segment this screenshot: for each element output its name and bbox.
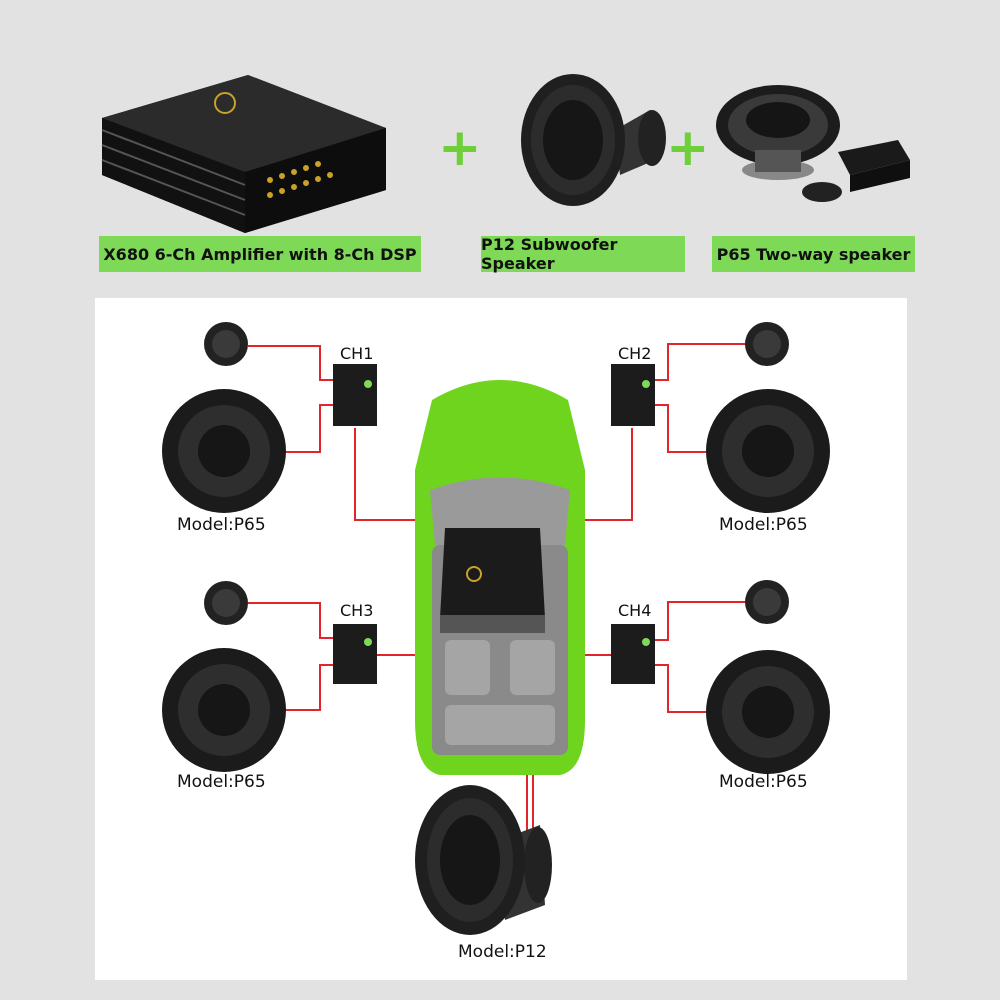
- model-label: Model:P12: [458, 942, 547, 962]
- woofer: [706, 650, 830, 774]
- model-label: Model:P65: [177, 772, 266, 792]
- tweeter: [745, 580, 789, 624]
- channel-label: CH1: [340, 344, 374, 363]
- crossover-ch3: [333, 624, 377, 684]
- sub-label: P12 Subwoofer Speaker: [481, 235, 685, 273]
- model-label: Model:P65: [719, 515, 808, 535]
- plus-sign: +: [438, 118, 482, 178]
- model-label: Model:P65: [177, 515, 266, 535]
- tweeter: [745, 322, 789, 366]
- tweeter: [204, 322, 248, 366]
- tweeter: [204, 581, 248, 625]
- amplifier-image: [101, 75, 386, 233]
- subwoofer: [415, 785, 552, 935]
- crossover-ch2: [611, 364, 655, 426]
- plus-sign: +: [666, 118, 710, 178]
- channel-label: CH4: [618, 601, 652, 620]
- subwoofer-image: [521, 74, 666, 206]
- twoway-speaker-image: [716, 85, 910, 202]
- twoway-label: P65 Two-way speaker: [712, 236, 915, 272]
- channel-label: CH3: [340, 601, 374, 620]
- crossover-ch4: [611, 624, 655, 684]
- crossover-ch1: [333, 364, 377, 426]
- product-row: [101, 74, 910, 233]
- model-label: Model:P65: [719, 772, 808, 792]
- car-image: [415, 380, 585, 775]
- channel-label: CH2: [618, 344, 652, 363]
- woofer: [162, 389, 286, 513]
- woofer: [706, 389, 830, 513]
- amp-label: X680 6-Ch Amplifier with 8-Ch DSP: [99, 236, 421, 272]
- woofer: [162, 648, 286, 772]
